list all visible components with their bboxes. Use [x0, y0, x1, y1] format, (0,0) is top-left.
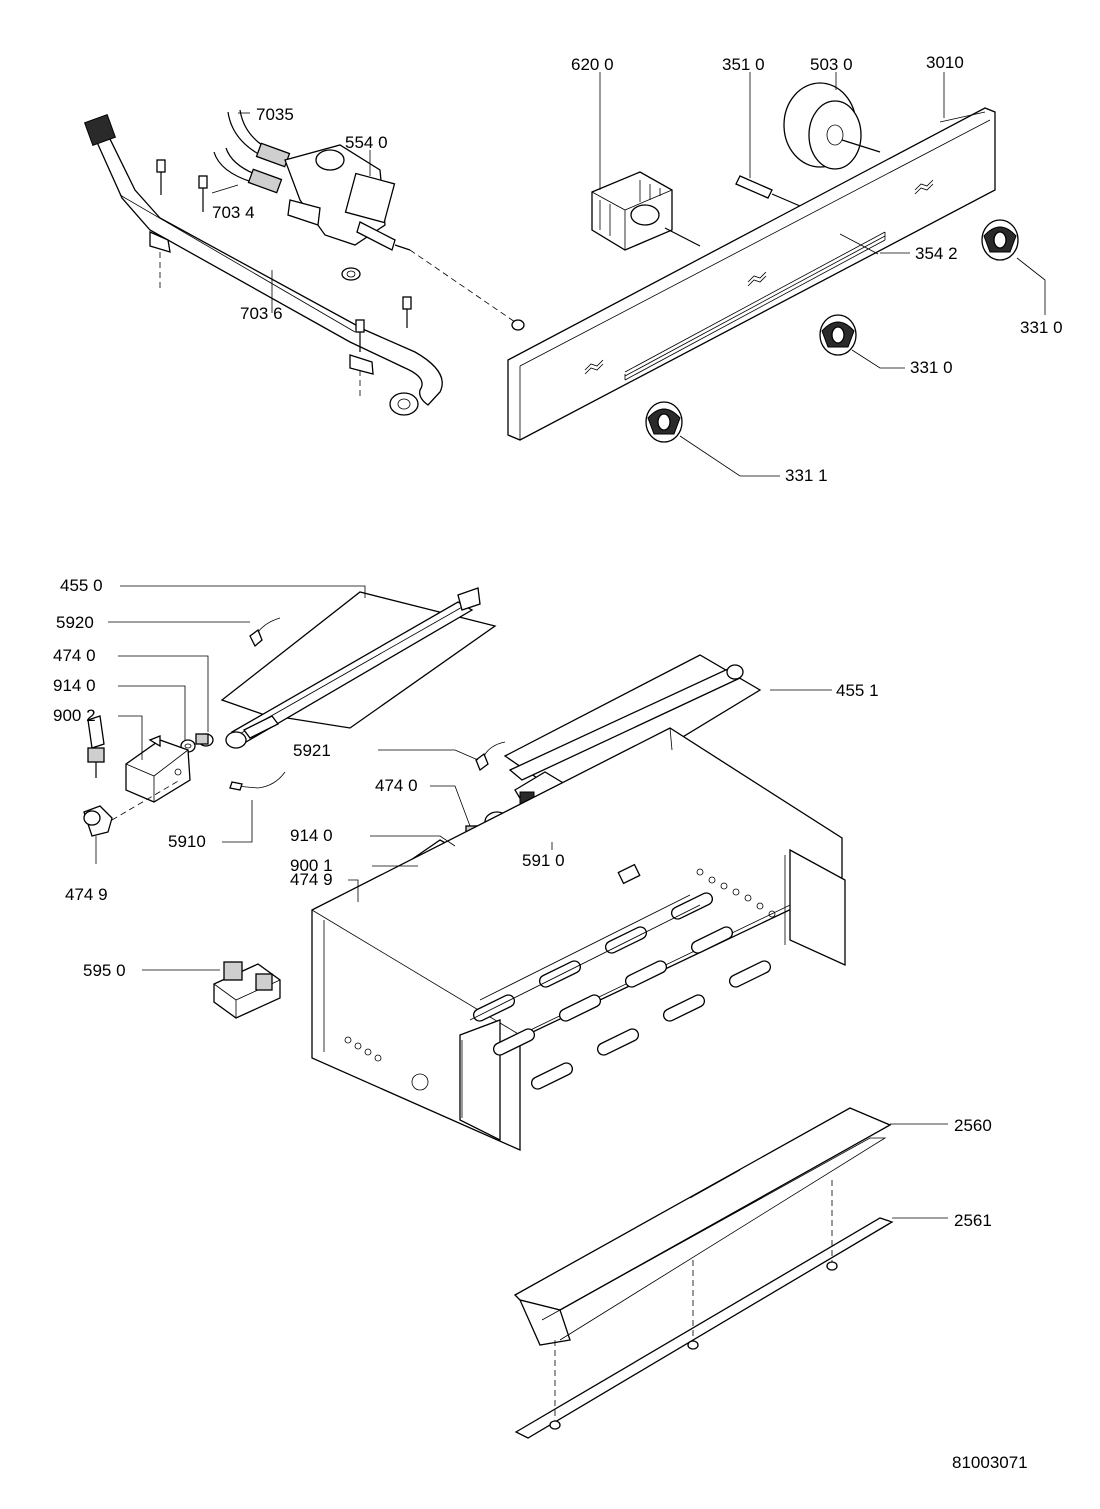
callout-4551: 455 1: [836, 681, 879, 700]
igniter-electrode-5920: [249, 617, 281, 648]
lower-leader-lines: [95, 585, 948, 1219]
callout-4749-a: 474 9: [65, 885, 108, 904]
screw: [198, 175, 208, 212]
igniter-electrode-5921: [475, 741, 506, 772]
callout-6200: 620 0: [571, 55, 614, 74]
callout-2560: 2560: [954, 1116, 992, 1135]
side-holes: [344, 868, 776, 1062]
callout-3310-b: 331 0: [910, 358, 953, 377]
callout-5921: 5921: [293, 741, 331, 760]
callout-4740-b: 474 0: [375, 776, 418, 795]
drawing-number: 81003071: [952, 1453, 1028, 1472]
selector-switch: [591, 171, 701, 251]
callout-3542: 354 2: [915, 244, 958, 263]
control-knob: [981, 219, 1019, 261]
control-panel: [507, 107, 996, 441]
callout-4550: 455 0: [60, 576, 103, 595]
upper-leader-lines: [211, 72, 1046, 477]
panel-vent-slots: [624, 231, 886, 381]
screw: [402, 296, 412, 328]
callout-5920: 5920: [56, 613, 94, 632]
callout-4749-b: 474 9: [290, 870, 333, 889]
control-knob: [645, 401, 683, 443]
gas-valve: [213, 109, 525, 331]
screw: [156, 159, 166, 195]
callout-7035: 7035: [256, 105, 294, 124]
callout-7036: 703 6: [240, 304, 283, 323]
callout-3310-a: 331 0: [1020, 318, 1063, 337]
callout-5910-b: 591 0: [522, 851, 565, 870]
thermostat-bulb: [735, 175, 801, 207]
callout-5540: 554 0: [345, 133, 388, 152]
gas-fitting-left: [83, 715, 113, 837]
callout-9140-a: 914 0: [53, 676, 96, 695]
callout-3311: 331 1: [785, 466, 828, 485]
thermocouple-left: [229, 771, 286, 791]
burner-upper: [220, 587, 497, 749]
callout-9140-b: 914 0: [290, 826, 333, 845]
callout-5910-a: 5910: [168, 832, 206, 851]
heat-shield-2560: [513, 1107, 892, 1346]
callout-5030: 503 0: [810, 55, 853, 74]
control-knob: [819, 314, 857, 356]
callout-7034: 703 4: [212, 203, 255, 222]
heat-shield-2561: [514, 1180, 894, 1439]
callout-4740-a: 474 0: [53, 646, 96, 665]
spark-generator: [213, 961, 281, 1019]
callout-9001: 900 1: [290, 856, 333, 875]
callout-9002: 900 2: [53, 706, 96, 725]
callout-3010: 3010: [926, 53, 964, 72]
gas-manifold-pipe: [83, 113, 443, 416]
spit-motor: [783, 82, 881, 170]
callout-3510: 351 0: [722, 55, 765, 74]
callout-5950: 595 0: [83, 961, 126, 980]
callout-2561: 2561: [954, 1211, 992, 1230]
screw: [355, 319, 365, 352]
injector-bracket-left: [111, 733, 214, 821]
oven-base-tray: [311, 727, 846, 1151]
